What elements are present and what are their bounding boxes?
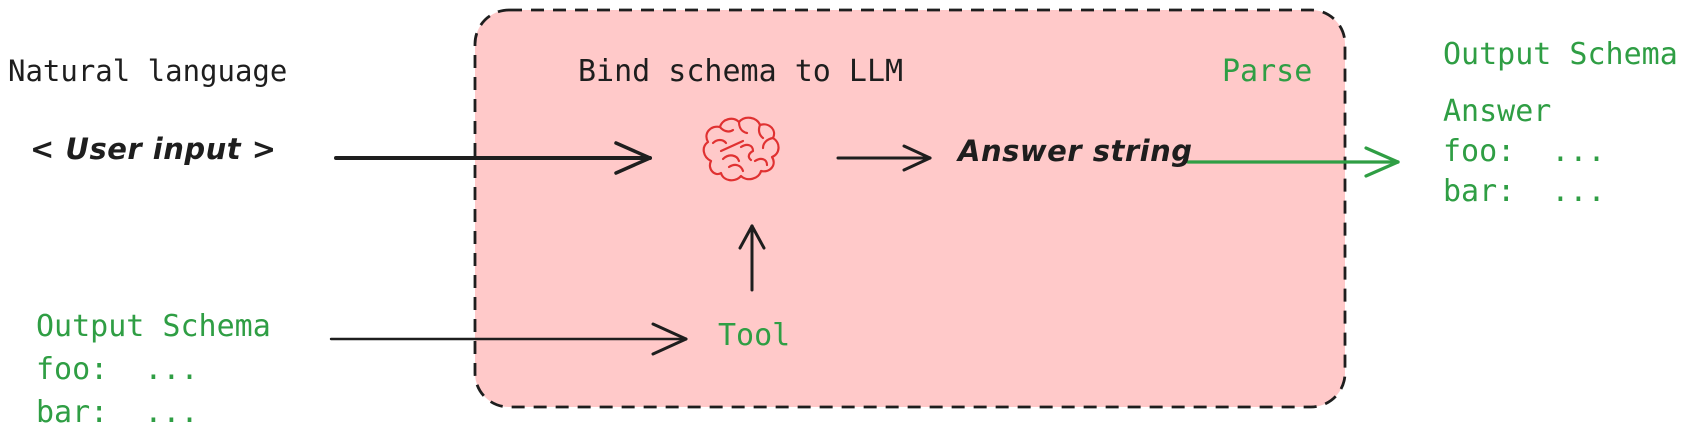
input-schema-heading: Output Schema [36,309,271,344]
output-schema-heading: Output Schema [1443,37,1678,72]
bind-schema-box [473,8,1347,409]
bind-schema-title: Bind schema to LLM [578,54,904,89]
output-bar-line: bar: ... [1443,174,1606,209]
output-foo-line: foo: ... [1443,134,1606,169]
input-schema-bar-line: bar: ... [36,395,199,430]
user-input-label: < User input > [30,132,277,166]
arrow-parse-to-output [1186,146,1400,178]
input-schema-foo-line: foo: ... [36,352,199,387]
arrow-llm-to-answer-string [836,144,932,172]
parse-label: Parse [1222,54,1313,89]
arrow-tool-to-llm [738,224,766,292]
arrow-user-input-to-llm [334,141,652,175]
output-answer-label: Answer [1443,94,1552,129]
natural-language-label: Natural language [8,54,288,88]
answer-string-label: Answer string [958,134,1193,168]
brain-icon [702,116,780,182]
tool-label: Tool [718,318,791,353]
arrow-schema-to-tool [329,322,688,356]
